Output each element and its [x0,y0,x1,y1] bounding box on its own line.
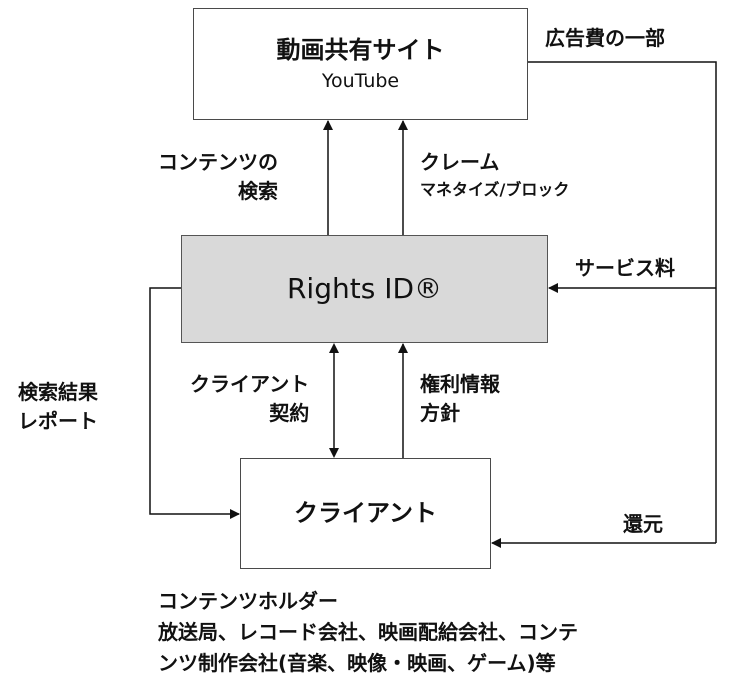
video-sharing-site-box: 動画共有サイト YouTube [193,8,528,120]
label-search-report-line2: レポート [18,409,98,433]
line-ad-share [528,61,717,543]
label-rights-policy: 権利情報 方針 [420,370,500,428]
content-holders-caption: コンテンツホルダー 放送局、レコード会社、映画配給会社、コンテ ンツ制作会社(音… [158,586,578,679]
label-search-report-line1: 検索結果 [18,380,98,404]
arrow-search-report [149,287,240,519]
video-sharing-site-title: 動画共有サイト [276,36,445,64]
label-content-search-line2: 検索 [238,179,278,203]
arrowhead-contract-down [329,448,339,458]
rights-id-title: Rights ID® [286,271,443,305]
label-rights-policy-line1: 権利情報 [420,372,500,396]
label-rights-policy-line2: 方針 [420,401,460,425]
label-ad-share: 広告費の一部 [545,26,665,50]
label-search-report: 検索結果 レポート [18,378,98,436]
youtube-label: YouTube [321,70,400,93]
label-content-search: コンテンツの 検索 [158,148,278,206]
label-claim-detail: マネタイズ/ブロック [420,180,570,199]
label-client-contract-line2: 契約 [269,401,310,425]
label-claim: クレーム マネタイズ/ブロック [420,148,569,201]
client-box: クライアント [240,458,491,569]
label-return: 還元 [623,512,663,536]
content-holders-line3: ンツ制作会社(音楽、映像・映画、ゲーム)等 [158,651,556,675]
label-claim-title: クレーム [420,150,500,174]
client-title: クライアント [293,498,438,527]
label-service-fee: サービス料 [575,256,675,280]
label-content-search-line1: コンテンツの [158,150,278,174]
content-holders-line2: 放送局、レコード会社、映画配給会社、コンテ [158,620,578,644]
arrowhead-contract-up [329,343,339,353]
label-client-contract: クライアント 契約 [190,370,309,428]
rights-id-box: Rights ID® [181,235,548,343]
content-holders-line1: コンテンツホルダー [158,589,338,613]
label-client-contract-line1: クライアント [190,372,310,396]
